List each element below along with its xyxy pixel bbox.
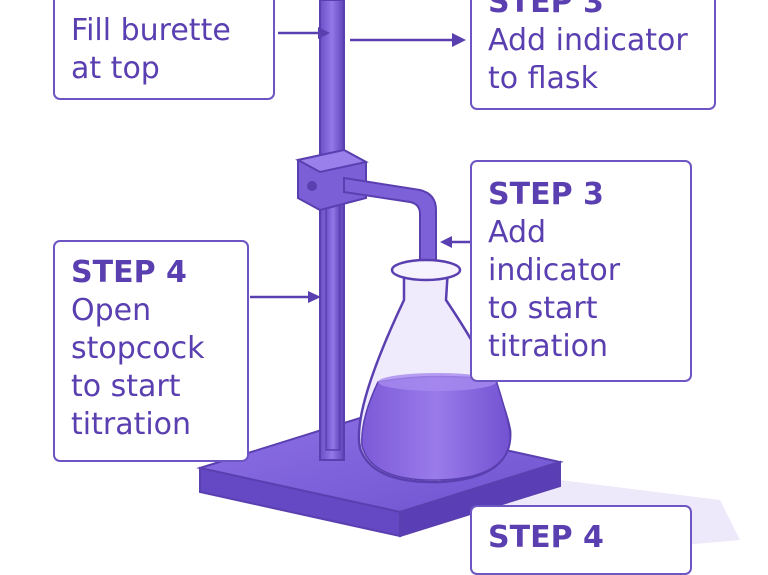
clamp	[295, 148, 369, 212]
step-title: STEP 4	[71, 255, 187, 290]
step-callout-step-4-bottom: STEP 4	[470, 505, 692, 575]
burette-tip	[325, 189, 341, 451]
step-text: Add indicator to start titration	[488, 215, 621, 364]
clamp-arm	[343, 176, 437, 273]
step-callout-step-3: STEP 3 Add indicator to start titration	[470, 160, 692, 382]
step-text: Add indicator to flask	[488, 23, 688, 96]
erlenmeyer-flask	[357, 258, 512, 484]
step-title: STEP 3	[488, 0, 604, 20]
arrows	[250, 27, 472, 303]
step-callout-fill-burette: Fill burette at top	[53, 0, 275, 100]
step-text: Open stopcock to start titration	[71, 293, 205, 442]
step-text: Fill burette at top	[71, 13, 231, 86]
step-title: STEP 3	[488, 177, 604, 212]
step-callout-step-4-open-stopcock: STEP 4 Open stopcock to start titration	[53, 240, 249, 462]
step-callout-add-indicator-flask: STEP 3 Add indicator to flask	[470, 0, 716, 110]
step-title: STEP 4	[488, 520, 604, 555]
